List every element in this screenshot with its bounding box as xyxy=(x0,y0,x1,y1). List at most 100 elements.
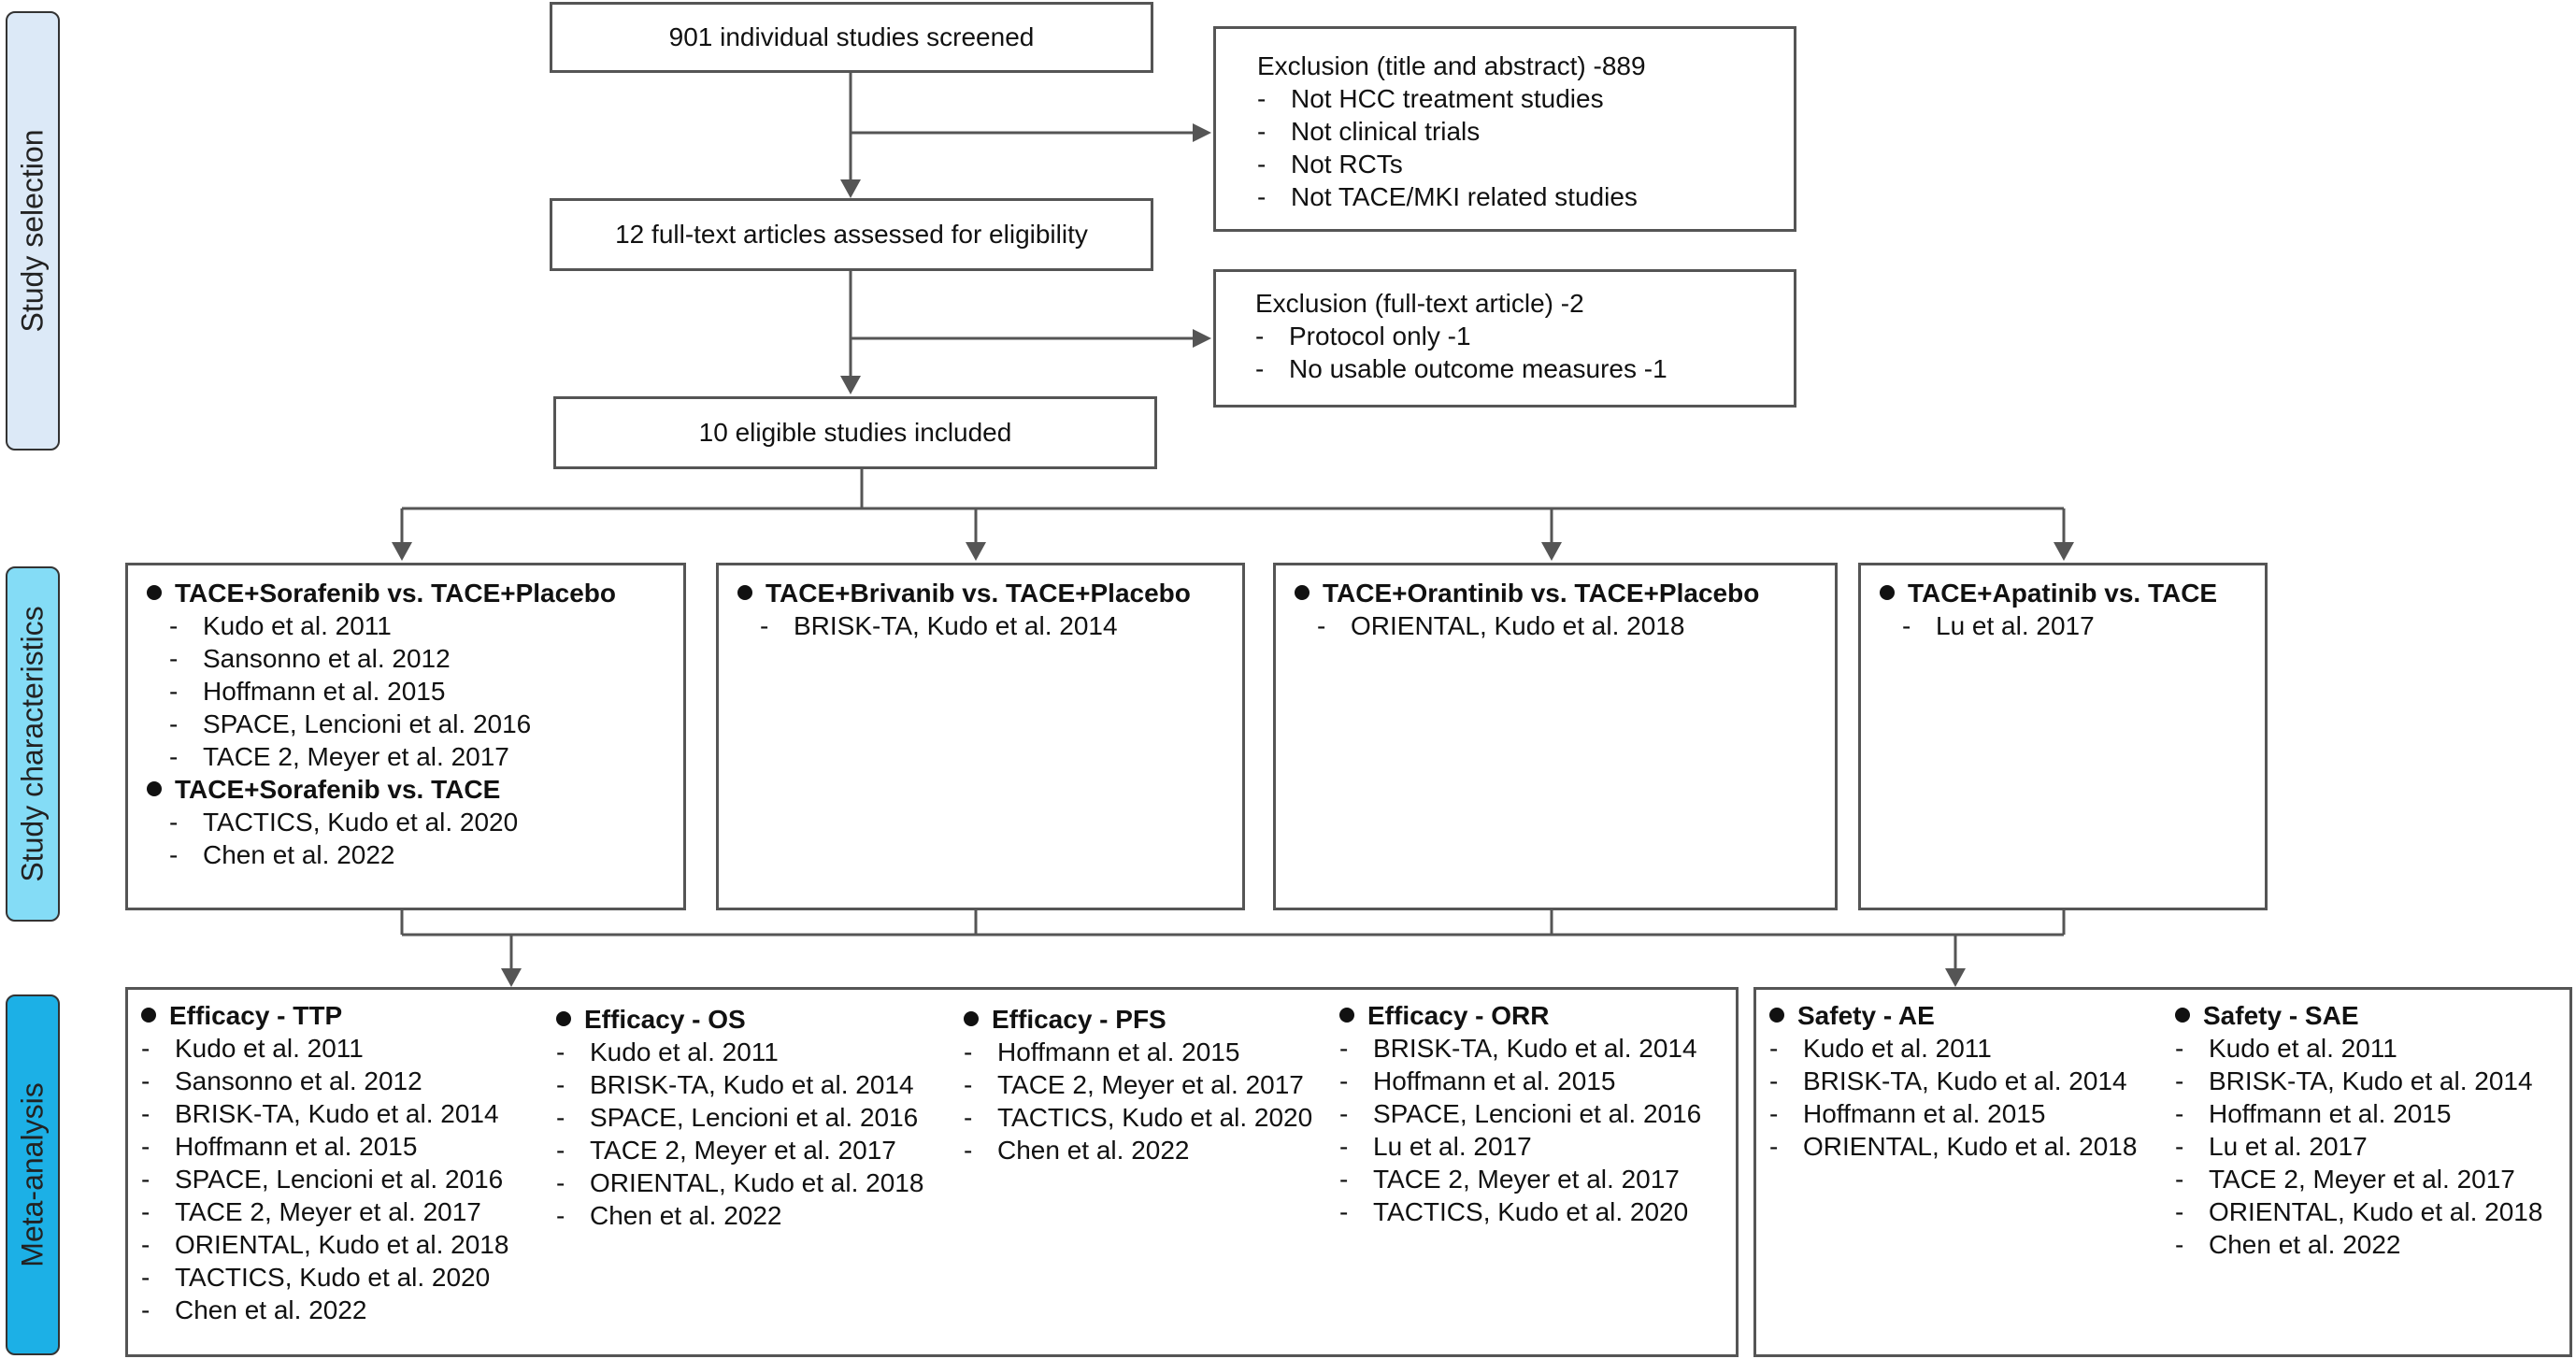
exclusion2-item-text: No usable outcome measures -1 xyxy=(1289,354,1667,383)
study-item-text: SPACE, Lencioni et al. 2016 xyxy=(590,1103,919,1132)
outcome-heading-text: Efficacy - ORR xyxy=(1367,1001,1550,1030)
exclusion1-item: -Not TACE/MKI related studies xyxy=(1257,182,1638,211)
outcome-heading: Safety - SAE xyxy=(2175,999,2542,1032)
study-item-text: Hoffmann et al. 2015 xyxy=(175,1132,418,1161)
arrowhead-branch-3 xyxy=(1541,542,1562,561)
meta-pfs-column: Efficacy - PFS -Hoffmann et al. 2015 -TA… xyxy=(964,1003,1312,1166)
study-item: -Kudo et al. 2011 xyxy=(2175,1034,2397,1063)
study-item: -TACTICS, Kudo et al. 2020 xyxy=(169,808,519,837)
exclusion1-item-text: Not clinical trials xyxy=(1291,117,1481,146)
study-item-text: BRISK-TA, Kudo et al. 2014 xyxy=(2209,1066,2533,1095)
group-heading: TACE+Sorafenib vs. TACE+Placebo xyxy=(147,577,616,609)
study-item-text: SPACE, Lencioni et al. 2016 xyxy=(175,1165,504,1194)
study-item-text: BRISK-TA, Kudo et al. 2014 xyxy=(794,611,1118,640)
study-item: -Hoffmann et al. 2015 xyxy=(169,677,446,706)
exclusion-fulltext-box: Exclusion (full-text article) -2 -Protoc… xyxy=(1213,269,1796,408)
outcome-heading-text: Efficacy - PFS xyxy=(992,1005,1166,1034)
study-item: -Hoffmann et al. 2015 xyxy=(1339,1066,1616,1095)
study-item: -TACTICS, Kudo et al. 2020 xyxy=(964,1103,1313,1132)
study-item-text: Kudo et al. 2011 xyxy=(175,1034,364,1063)
arrowhead-branch-2 xyxy=(966,542,986,561)
study-item-text: Hoffmann et al. 2015 xyxy=(1373,1066,1616,1095)
meta-sae-column: Safety - SAE -Kudo et al. 2011 -BRISK-TA… xyxy=(2175,999,2542,1261)
section-label-study-selection: Study selection xyxy=(6,11,60,451)
study-item-text: Chen et al. 2022 xyxy=(997,1136,1190,1165)
study-item: -Kudo et al. 2011 xyxy=(1769,1034,1992,1063)
bullet-icon xyxy=(141,1008,156,1023)
fulltext-text: 12 full-text articles assessed for eligi… xyxy=(615,220,1088,249)
group-heading: TACE+Sorafenib vs. TACE xyxy=(147,773,616,806)
exclusion1-content: Exclusion (title and abstract) -889 -Not… xyxy=(1257,50,1646,213)
outcome-heading: Efficacy - PFS xyxy=(964,1003,1312,1036)
study-item: -Chen et al. 2022 xyxy=(169,840,395,869)
study-item: -TACE 2, Meyer et al. 2017 xyxy=(2175,1165,2515,1194)
characteristics-box-orantinib: TACE+Orantinib vs. TACE+Placebo -ORIENTA… xyxy=(1273,563,1838,910)
bullet-icon xyxy=(1295,585,1309,600)
meta-orr-column: Efficacy - ORR -BRISK-TA, Kudo et al. 20… xyxy=(1339,999,1701,1228)
study-item-text: BRISK-TA, Kudo et al. 2014 xyxy=(1803,1066,2127,1095)
study-item: -ORIENTAL, Kudo et al. 2018 xyxy=(1317,611,1685,640)
characteristics-brivanib-content: TACE+Brivanib vs. TACE+Placebo -BRISK-TA… xyxy=(737,577,1191,642)
study-item: -Hoffmann et al. 2015 xyxy=(964,1037,1240,1066)
study-item-text: BRISK-TA, Kudo et al. 2014 xyxy=(590,1070,914,1099)
outcome-heading: Safety - AE xyxy=(1769,999,2137,1032)
study-item-text: Sansonno et al. 2012 xyxy=(203,644,451,673)
study-item: -ORIENTAL, Kudo et al. 2018 xyxy=(556,1168,924,1197)
group-heading: TACE+Apatinib vs. TACE xyxy=(1880,577,2217,609)
study-item-text: ORIENTAL, Kudo et al. 2018 xyxy=(1351,611,1685,640)
included-box: 10 eligible studies included xyxy=(553,396,1157,469)
study-item-text: SPACE, Lencioni et al. 2016 xyxy=(1373,1099,1702,1128)
meta-os-column: Efficacy - OS -Kudo et al. 2011 -BRISK-T… xyxy=(556,1003,923,1232)
study-item-text: TACE 2, Meyer et al. 2017 xyxy=(2209,1165,2515,1194)
meta-ttp-column: Efficacy - TTP -Kudo et al. 2011 -Sanson… xyxy=(141,999,508,1326)
study-item: -BRISK-TA, Kudo et al. 2014 xyxy=(1769,1066,2127,1095)
study-item: -Hoffmann et al. 2015 xyxy=(141,1132,418,1161)
study-item: -Chen et al. 2022 xyxy=(556,1201,782,1230)
exclusion1-item-text: Not HCC treatment studies xyxy=(1291,84,1604,113)
outcome-heading: Efficacy - ORR xyxy=(1339,999,1701,1032)
study-item-text: BRISK-TA, Kudo et al. 2014 xyxy=(1373,1034,1697,1063)
section-label-meta-analysis: Meta-analysis xyxy=(6,994,60,1355)
study-item-text: TACTICS, Kudo et al. 2020 xyxy=(997,1103,1313,1132)
section-label-study-characteristics: Study characteristics xyxy=(6,566,60,922)
exclusion-title-abstract-box: Exclusion (title and abstract) -889 -Not… xyxy=(1213,26,1796,232)
study-item-text: BRISK-TA, Kudo et al. 2014 xyxy=(175,1099,499,1128)
study-item-text: Lu et al. 2017 xyxy=(1373,1132,1532,1161)
study-item-text: TACE 2, Meyer et al. 2017 xyxy=(175,1197,481,1226)
study-item: -Kudo et al. 2011 xyxy=(556,1037,779,1066)
arrowhead-to-exclusion1 xyxy=(1193,123,1211,142)
outcome-heading-text: Efficacy - TTP xyxy=(169,1001,343,1030)
study-item-text: Kudo et al. 2011 xyxy=(590,1037,779,1066)
study-item: -SPACE, Lencioni et al. 2016 xyxy=(556,1103,919,1132)
study-item-text: Chen et al. 2022 xyxy=(175,1295,367,1324)
study-item-text: ORIENTAL, Kudo et al. 2018 xyxy=(1803,1132,2138,1161)
study-item: -TACE 2, Meyer et al. 2017 xyxy=(1339,1165,1680,1194)
characteristics-apatinib-content: TACE+Apatinib vs. TACE -Lu et al. 2017 xyxy=(1880,577,2217,642)
characteristics-box-brivanib: TACE+Brivanib vs. TACE+Placebo -BRISK-TA… xyxy=(716,563,1245,910)
exclusion2-item: -No usable outcome measures -1 xyxy=(1255,354,1667,383)
bullet-icon xyxy=(556,1011,571,1026)
exclusion1-item: -Not RCTs xyxy=(1257,150,1403,179)
bullet-icon xyxy=(1769,1008,1784,1023)
bullet-icon xyxy=(964,1011,979,1026)
study-item-text: TACTICS, Kudo et al. 2020 xyxy=(203,808,519,837)
group-heading-text: TACE+Sorafenib vs. TACE+Placebo xyxy=(175,579,616,608)
study-item: -SPACE, Lencioni et al. 2016 xyxy=(1339,1099,1702,1128)
bullet-icon xyxy=(147,781,162,796)
study-item: -Hoffmann et al. 2015 xyxy=(1769,1099,2046,1128)
study-item-text: TACE 2, Meyer et al. 2017 xyxy=(590,1136,896,1165)
characteristics-box-apatinib: TACE+Apatinib vs. TACE -Lu et al. 2017 xyxy=(1858,563,2268,910)
exclusion2-content: Exclusion (full-text article) -2 -Protoc… xyxy=(1255,287,1667,385)
study-item: -BRISK-TA, Kudo et al. 2014 xyxy=(760,611,1118,640)
study-item: -Lu et al. 2017 xyxy=(2175,1132,2368,1161)
outcome-heading-text: Safety - SAE xyxy=(2203,1001,2359,1030)
bullet-icon xyxy=(147,585,162,600)
study-item: -Hoffmann et al. 2015 xyxy=(2175,1099,2452,1128)
study-item-text: Hoffmann et al. 2015 xyxy=(1803,1099,2046,1128)
arrowhead-branch-1 xyxy=(392,542,412,561)
exclusion1-title: Exclusion (title and abstract) -889 xyxy=(1257,51,1646,80)
study-item-text: TACE 2, Meyer et al. 2017 xyxy=(1373,1165,1680,1194)
study-item: -Lu et al. 2017 xyxy=(1339,1132,1532,1161)
study-item: -BRISK-TA, Kudo et al. 2014 xyxy=(556,1070,914,1099)
study-item-text: Chen et al. 2022 xyxy=(590,1201,782,1230)
